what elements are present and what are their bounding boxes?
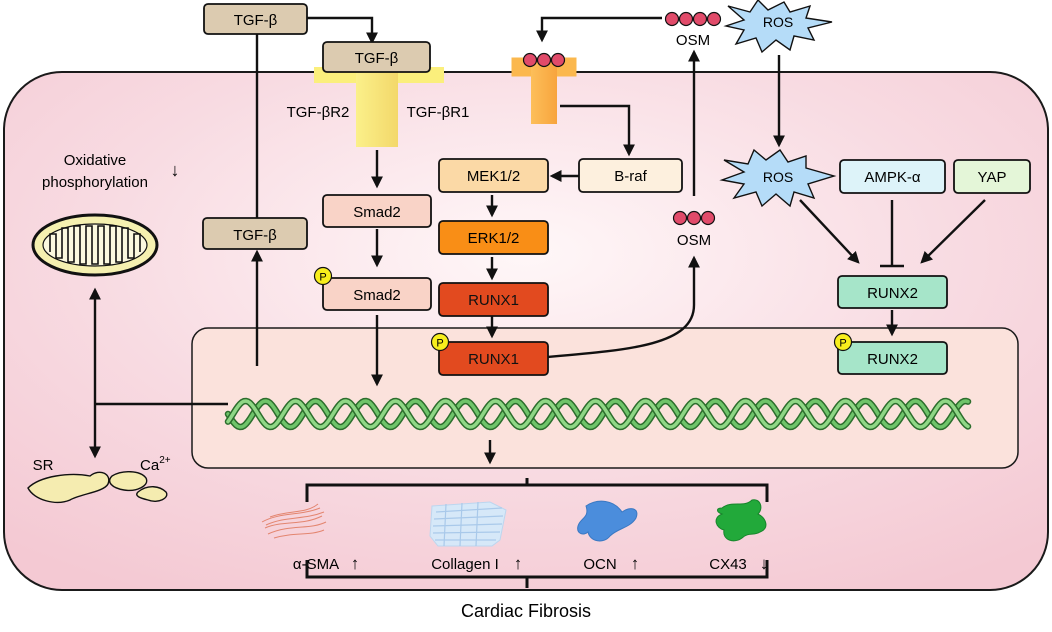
ca-label: Ca2+	[140, 455, 171, 474]
osm-outside-icon	[664, 11, 722, 27]
erk-label: ERK1/2	[468, 230, 520, 247]
tgfb-cytoplasm-label: TGF-β	[233, 227, 277, 244]
output-label-collagen: Collagen I	[431, 556, 499, 573]
tgfbr2-label: TGF-βR2	[287, 104, 350, 121]
oxphos-arrow: ↓	[171, 160, 180, 180]
output-arrow-cx43: ↓	[760, 554, 769, 573]
runx1-label: RUNX1	[468, 292, 519, 309]
ampk-label: AMPK-α	[864, 169, 921, 186]
smad2-box: Smad2	[322, 194, 432, 228]
output-bracket	[305, 478, 769, 588]
figure-caption: Cardiac Fibrosis	[461, 601, 591, 621]
osm-inside: OSM	[672, 210, 716, 249]
nucleus	[191, 327, 1019, 469]
dna-helix-icon	[224, 397, 972, 431]
osm-bound-icon	[522, 52, 566, 68]
runx2-phos-box: RUNX2 P	[833, 332, 948, 375]
output-arrow-collagen: ↑	[514, 554, 523, 573]
output-label-ocn: OCN	[583, 556, 616, 573]
oxphos-label-line2: phosphorylation	[42, 174, 148, 191]
osm-outside: OSM	[664, 11, 722, 49]
braf-box: B-raf	[578, 158, 683, 193]
phospho-marker-icon	[430, 332, 450, 352]
osm-outside-label: OSM	[676, 32, 710, 49]
tgfb-bound-label: TGF-β	[355, 50, 399, 67]
phospho-marker-label: P	[319, 272, 326, 284]
output-arrow-ocn: ↑	[631, 554, 640, 573]
dna-strand	[226, 399, 970, 429]
ros-outside: ROS	[723, 0, 833, 54]
tgfb-outside-label: TGF-β	[234, 12, 278, 29]
mitochondrion-icon	[31, 213, 159, 277]
phospho-marker-icon	[313, 266, 333, 286]
runx2-label: RUNX2	[867, 285, 918, 302]
tgfb-outside-box: TGF-β	[203, 3, 308, 35]
alpha-sma-fiber-icon	[261, 503, 327, 539]
smad2-phos-box: Smad2 P	[313, 266, 432, 311]
ros-outside-label: ROS	[763, 14, 793, 30]
tgfb-cytoplasm-box: TGF-β	[202, 217, 308, 250]
sr-label: SR	[33, 457, 54, 474]
mek-box: MEK1/2	[438, 158, 549, 193]
smad2-label: Smad2	[353, 204, 401, 221]
smad2-phos-label: Smad2	[353, 287, 401, 304]
oxphos-label-line1: Oxidative	[64, 152, 127, 169]
ros-inside: ROS	[719, 148, 837, 208]
tgfbr1-label: TGF-βR1	[407, 104, 470, 121]
ros-inside-icon	[719, 148, 837, 208]
phospho-marker-label: P	[436, 338, 443, 350]
output-label-cx43: CX43	[709, 556, 747, 573]
connector-lines	[89, 16, 986, 465]
yap-label: YAP	[978, 169, 1007, 186]
braf-label: B-raf	[614, 168, 647, 185]
mek-label: MEK1/2	[467, 168, 520, 185]
osm-inside-label: OSM	[677, 232, 711, 249]
cx43-icon	[715, 499, 767, 542]
runx1-phos-box: RUNX1 P	[430, 332, 549, 376]
output-label-asma: α-SMA	[293, 556, 339, 573]
ros-inside-label: ROS	[763, 169, 793, 185]
collagen-icon	[429, 501, 507, 547]
ros-outside-icon	[723, 0, 833, 54]
runx1-box: RUNX1	[438, 282, 549, 317]
runx1-phos-label: RUNX1	[468, 351, 519, 368]
runx2-box: RUNX2	[837, 275, 948, 309]
dna-strand	[226, 399, 970, 429]
output-arrow-asma: ↑	[351, 554, 360, 573]
phospho-marker-label: P	[839, 338, 846, 350]
yap-box: YAP	[953, 159, 1031, 194]
ocn-icon	[577, 500, 638, 542]
runx2-phos-label: RUNX2	[867, 351, 918, 368]
erk-box: ERK1/2	[438, 220, 549, 255]
ampk-box: AMPK-α	[839, 159, 946, 194]
tgfb-bound-box: TGF-β	[322, 41, 431, 73]
osm-inside-icon	[672, 210, 716, 226]
phospho-marker-icon	[833, 332, 853, 352]
sarcoplasmic-reticulum-icon	[27, 471, 168, 504]
